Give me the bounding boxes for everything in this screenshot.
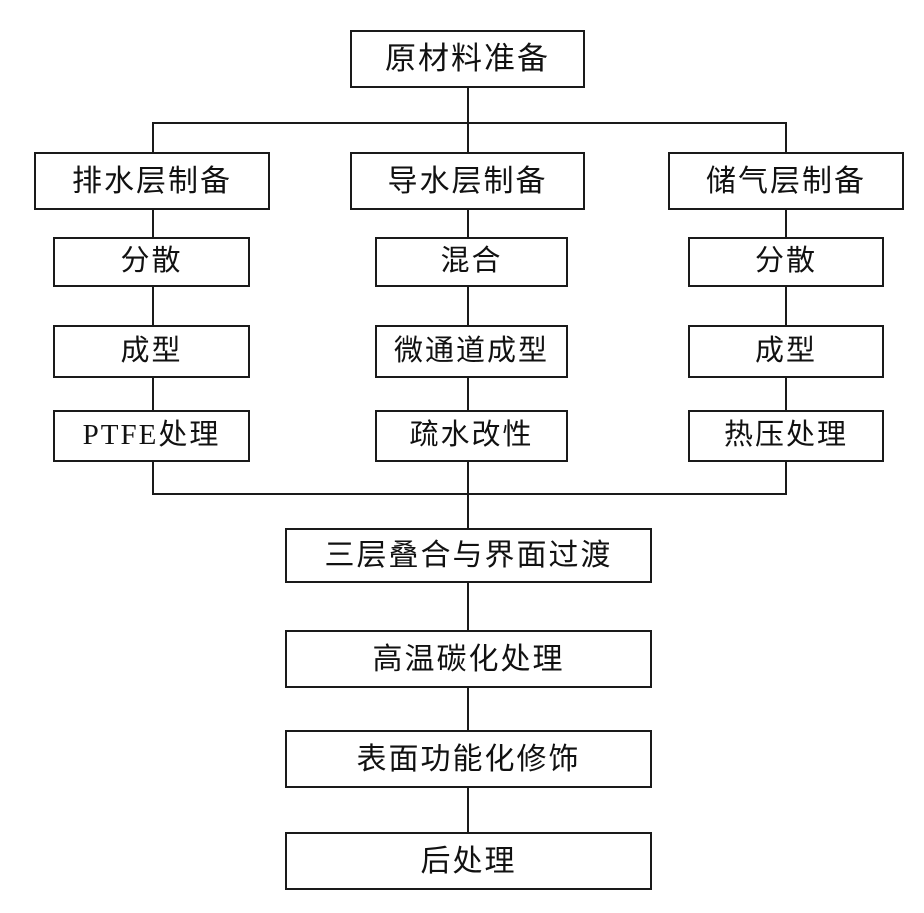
connector-col3-step3-to-merge-bus	[785, 462, 787, 493]
node-chain-three-layer-lamination[interactable]: 三层叠合与界面过渡	[285, 528, 652, 583]
node-col2-header-water-conducting-layer[interactable]: 导水层制备	[350, 152, 585, 210]
node-raw-material-preparation[interactable]: 原材料准备	[350, 30, 585, 88]
connector-branch-bus-to-col2	[467, 122, 469, 152]
connector-col1-step1-to-step2	[152, 287, 154, 325]
node-col1-header-drainage-layer[interactable]: 排水层制备	[34, 152, 270, 210]
node-col3-step-dispersion[interactable]: 分散	[688, 237, 884, 287]
node-col1-step-ptfe-treatment[interactable]: PTFE处理	[53, 410, 250, 462]
connector-col2-step3-to-merge-bus	[467, 462, 469, 493]
connector-col3-step2-to-step3	[785, 378, 787, 410]
connector-surface-functionalization-to-post-processing	[467, 788, 469, 832]
connector-col2-header-to-step1	[467, 210, 469, 237]
connector-col1-step3-to-merge-bus	[152, 462, 154, 493]
node-col3-header-gas-storage-layer[interactable]: 储气层制备	[668, 152, 904, 210]
node-col2-step-mixing[interactable]: 混合	[375, 237, 568, 287]
connector-branch-bus	[152, 122, 786, 124]
connector-branch-bus-to-col3	[785, 122, 787, 152]
node-col2-step-microchannel-forming[interactable]: 微通道成型	[375, 325, 568, 378]
connector-branch-bus-to-col1	[152, 122, 154, 152]
node-col2-step-hydrophobic-modification[interactable]: 疏水改性	[375, 410, 568, 462]
node-col3-step-hot-pressing-treatment[interactable]: 热压处理	[688, 410, 884, 462]
connector-merge-bus-to-lamination	[467, 493, 469, 528]
node-col1-step-forming[interactable]: 成型	[53, 325, 250, 378]
node-col1-step-dispersion[interactable]: 分散	[53, 237, 250, 287]
connector-lamination-to-carbonization	[467, 583, 469, 630]
node-col3-step-forming[interactable]: 成型	[688, 325, 884, 378]
connector-col2-step1-to-step2	[467, 287, 469, 325]
node-chain-high-temperature-carbonization[interactable]: 高温碳化处理	[285, 630, 652, 688]
connector-col3-header-to-step1	[785, 210, 787, 237]
connector-carbonization-to-surface-functionalization	[467, 688, 469, 730]
connector-merge-bus	[152, 493, 787, 495]
connector-col1-header-to-step1	[152, 210, 154, 237]
connector-col3-step1-to-step2	[785, 287, 787, 325]
connector-raw-material-to-branch-bus	[467, 88, 469, 122]
connector-col1-step2-to-step3	[152, 378, 154, 410]
connector-col2-step2-to-step3	[467, 378, 469, 410]
node-chain-post-processing[interactable]: 后处理	[285, 832, 652, 890]
node-chain-surface-functionalization[interactable]: 表面功能化修饰	[285, 730, 652, 788]
